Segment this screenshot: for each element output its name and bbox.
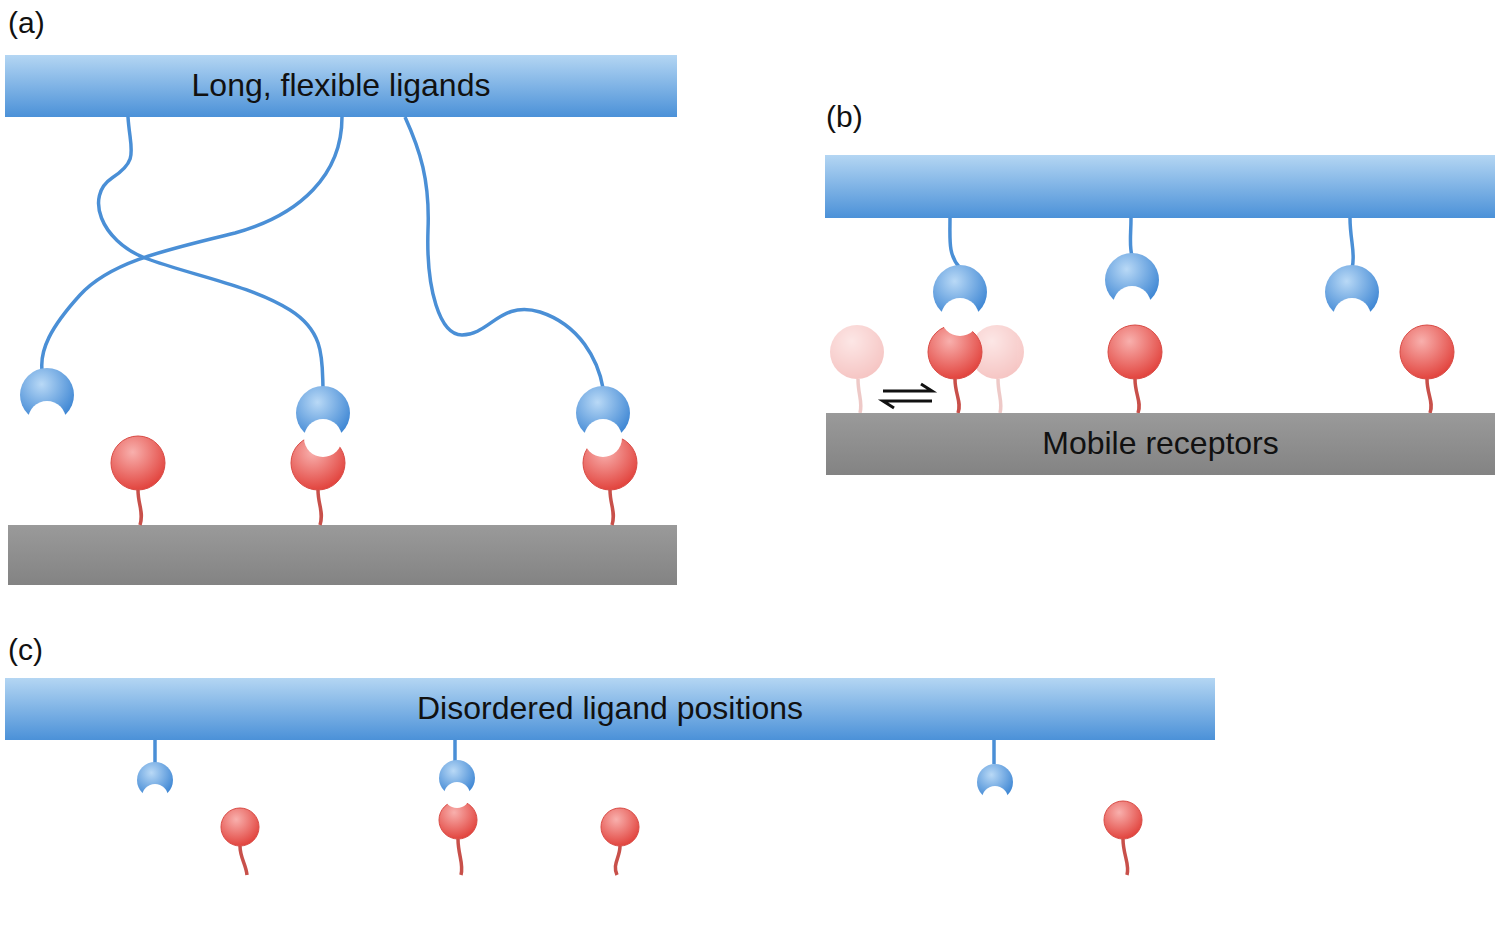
receptor-head (830, 325, 884, 379)
ligand-pocket (28, 401, 66, 439)
ligand-pocket (142, 784, 168, 810)
ligand-pocket (584, 419, 622, 457)
receptor-head (601, 808, 639, 846)
short-tether (153, 740, 157, 764)
receptor-stem (615, 846, 620, 875)
receptor-stem (318, 490, 321, 525)
bar-label: Mobile receptors (1042, 426, 1279, 461)
receptor-head (1108, 325, 1162, 379)
tethers-c (155, 740, 994, 764)
ligand-pocket (1333, 298, 1371, 336)
equilibrium-arrows (883, 384, 932, 408)
flexible-tether (405, 117, 603, 388)
receptor-heads-a (111, 436, 637, 490)
receptor-stem (1123, 839, 1128, 875)
receptor-stem (1427, 379, 1431, 413)
short-tether (1350, 218, 1353, 268)
surface-bar: Mobile receptors (826, 413, 1495, 475)
short-tether (992, 740, 996, 764)
bar-label: Long, flexible ligands (192, 68, 491, 103)
receptor-head (1104, 801, 1142, 839)
half-arrow (883, 401, 932, 408)
tethers-b (950, 218, 1354, 268)
ligand-pocket (1113, 286, 1151, 324)
receptor-stem (998, 379, 1001, 413)
short-tether (950, 218, 960, 268)
receptor-head (221, 808, 259, 846)
panel-letter: (b) (826, 100, 863, 133)
ligand-bar: Disordered ligand positions (5, 678, 1215, 740)
half-arrow (883, 384, 932, 391)
receptor-stem (955, 379, 959, 413)
receptors-a (138, 490, 613, 525)
ligand-pocket (304, 419, 342, 457)
receptor-stem (458, 839, 462, 875)
panel-letter: (c) (8, 633, 43, 666)
ligand-heads-a (20, 368, 630, 457)
ligand-pocket (444, 782, 470, 808)
receptor-stem (138, 490, 141, 525)
receptor-stem (858, 379, 861, 413)
mobile-receptor-ghosts (830, 325, 1024, 413)
ligand-bar (825, 155, 1495, 218)
flexible-tether (42, 117, 342, 370)
bar-label: Disordered ligand positions (417, 691, 803, 726)
receptor-head (111, 436, 165, 490)
receptors-b (928, 325, 1454, 413)
ligand-heads-b (933, 253, 1379, 336)
ligand-pocket (982, 786, 1008, 812)
receptor-stem (1135, 379, 1139, 413)
flexible-tether (99, 117, 323, 388)
receptor-stem (610, 490, 613, 525)
ligand-bar: Long, flexible ligands (5, 55, 677, 117)
panel-letter: (a) (8, 6, 45, 39)
receptor-stem (240, 846, 247, 875)
ligand-pocket (941, 298, 979, 336)
short-tether (1130, 218, 1132, 256)
tethers-a (42, 117, 603, 388)
receptors-c (221, 801, 1142, 875)
surface-bar (8, 525, 677, 585)
receptor-head (1400, 325, 1454, 379)
ligand-heads-c (137, 760, 1013, 812)
